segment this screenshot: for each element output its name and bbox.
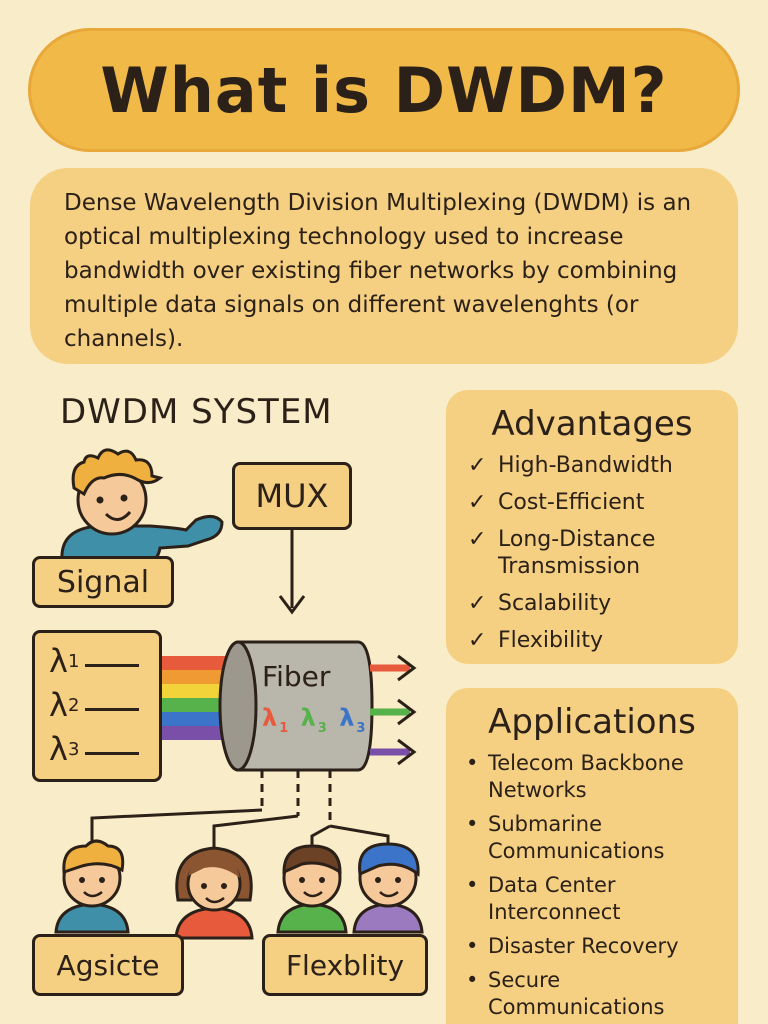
user-2-icon (174, 846, 254, 940)
advantage-item: ✓Cost-Efficient (468, 490, 645, 515)
advantages-title: Advantages (491, 404, 693, 444)
bullet-icon: • (466, 751, 479, 775)
bottom-left-label-box: Agsicte (32, 934, 184, 996)
application-item: •Disaster Recovery (466, 934, 679, 958)
check-icon: ✓ (468, 591, 487, 616)
applications-title: Applications (488, 702, 696, 742)
advantages-list: ✓High-Bandwidth ✓Cost-Efficient ✓Long-Di… (446, 452, 738, 654)
mux-box: MUX (232, 462, 352, 530)
user-3-icon (276, 844, 348, 934)
advantage-item: ✓Scalability (468, 591, 612, 616)
system-title: DWDM SYSTEM (60, 392, 333, 432)
dwdm-diagram (54, 448, 424, 940)
fiber-cable (218, 640, 374, 772)
check-icon: ✓ (468, 527, 487, 552)
intro-text: Dense Wavelength Division Multiplexing (… (64, 190, 692, 352)
bottom-right-label-box: Flexblity (262, 934, 428, 996)
bullet-icon: • (466, 812, 479, 836)
fiber-wavelengths: λ1 λ3 λ3 (262, 704, 368, 736)
bottom-right-label: Flexblity (285, 948, 405, 982)
user-4-icon (352, 842, 424, 934)
signal-label: Signal (56, 564, 150, 600)
advantage-item: ✓High-Bandwidth (468, 453, 673, 478)
bullet-icon: • (466, 934, 479, 958)
bottom-left-label: Agsicte (56, 948, 160, 982)
bullet-icon: • (466, 873, 479, 897)
output-arrows (370, 654, 417, 766)
input-beams (160, 656, 236, 740)
check-icon: ✓ (468, 628, 487, 653)
signal-person-icon (60, 448, 224, 562)
advantage-item: ✓Flexibility (468, 628, 603, 653)
bullet-icon: • (466, 968, 479, 992)
title-banner: What is DWDM? (28, 28, 740, 152)
check-icon: ✓ (468, 490, 487, 515)
intro-box: Dense Wavelength Division Multiplexing (… (30, 168, 738, 364)
check-icon: ✓ (468, 453, 487, 478)
fiber-label: Fiber (262, 660, 331, 693)
signal-label-box: Signal (32, 556, 174, 608)
advantages-panel: Advantages ✓High-Bandwidth ✓Cost-Efficie… (446, 390, 738, 664)
page-title: What is DWDM? (100, 53, 668, 127)
mux-label: MUX (255, 477, 329, 515)
user-1-icon (54, 839, 130, 934)
